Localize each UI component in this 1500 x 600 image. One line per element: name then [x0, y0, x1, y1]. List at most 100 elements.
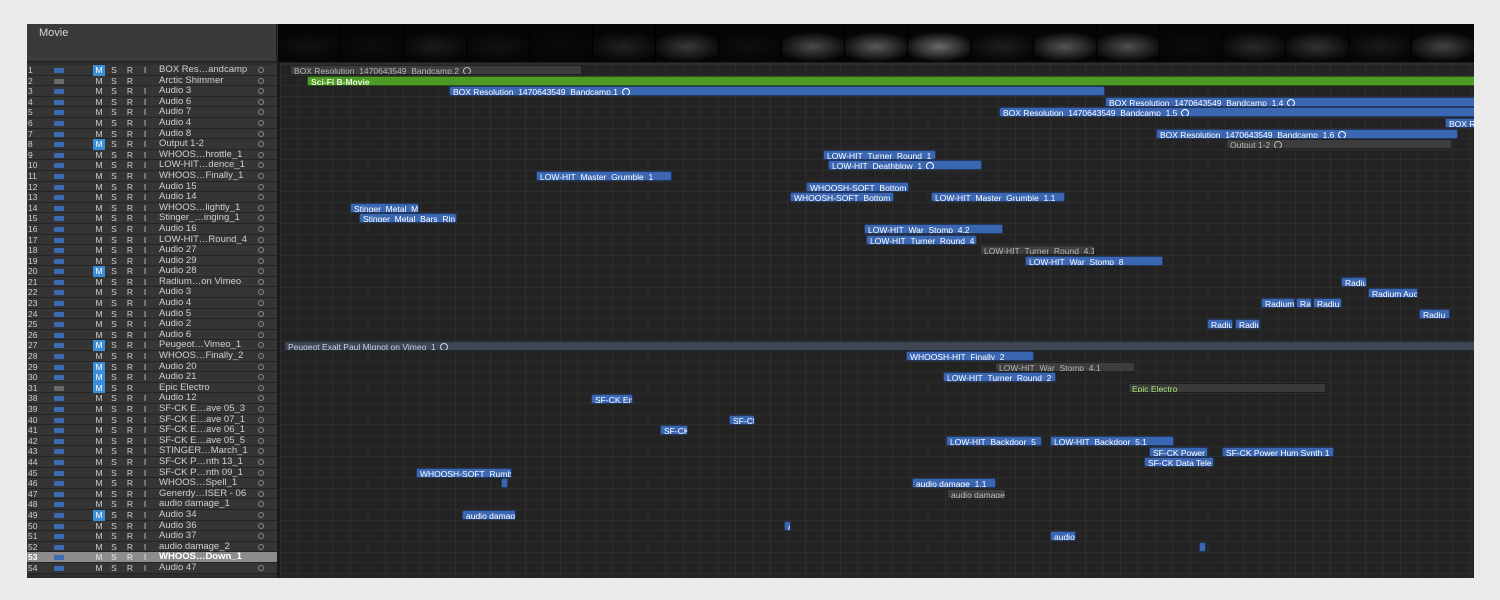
pan-knob-icon[interactable] — [258, 204, 264, 211]
track-lane[interactable] — [280, 65, 1474, 76]
track-lane[interactable] — [280, 192, 1474, 203]
record-button[interactable]: R — [126, 552, 134, 563]
mute-button[interactable]: M — [95, 467, 103, 478]
track-lane[interactable] — [280, 489, 1474, 500]
track-lane[interactable] — [280, 256, 1474, 267]
mute-button[interactable]: M — [93, 361, 105, 373]
audio-region[interactable]: Radiu — [1207, 319, 1233, 330]
track-lane[interactable] — [280, 341, 1474, 352]
record-button[interactable]: R — [126, 425, 134, 436]
input-button[interactable]: I — [143, 266, 147, 277]
track-name[interactable]: Audio 28 — [159, 266, 197, 277]
record-button[interactable]: R — [126, 139, 134, 150]
mute-button[interactable]: M — [95, 287, 103, 298]
pan-knob-icon[interactable] — [258, 162, 264, 169]
pan-knob-icon[interactable] — [258, 141, 264, 148]
pan-knob-icon[interactable] — [258, 321, 264, 328]
track-name[interactable]: Audio 14 — [159, 192, 197, 203]
mute-button[interactable]: M — [95, 192, 103, 203]
track-name[interactable]: Audio 8 — [159, 128, 192, 139]
solo-button[interactable]: S — [111, 351, 117, 362]
record-button[interactable]: R — [126, 234, 134, 245]
midi-region[interactable]: Epic Electro — [1128, 383, 1326, 393]
solo-button[interactable]: S — [111, 382, 117, 393]
track-name[interactable]: Audio 3 — [159, 86, 192, 97]
audio-region[interactable]: Stinger_Metal_M — [350, 202, 419, 213]
audio-region[interactable]: SF-CK Power Hum Synth 1 — [1222, 446, 1334, 457]
audio-region[interactable]: audio damag — [462, 510, 516, 521]
track-lane[interactable] — [280, 383, 1474, 394]
pan-knob-icon[interactable] — [258, 543, 264, 550]
input-button[interactable]: I — [143, 213, 147, 224]
pan-knob-icon[interactable] — [258, 130, 264, 137]
pan-knob-icon[interactable] — [258, 331, 264, 338]
mute-button[interactable]: M — [95, 425, 103, 436]
record-button[interactable]: R — [126, 266, 134, 277]
solo-button[interactable]: S — [111, 276, 117, 287]
solo-button[interactable]: S — [111, 340, 117, 351]
track-name[interactable]: SF-CK P…nth 09_1 — [159, 467, 243, 478]
solo-button[interactable]: S — [111, 192, 117, 203]
pan-knob-icon[interactable] — [258, 395, 264, 402]
solo-button[interactable]: S — [111, 435, 117, 446]
mute-button[interactable]: M — [95, 149, 103, 160]
pan-knob-icon[interactable] — [258, 522, 264, 529]
solo-button[interactable]: S — [111, 361, 117, 372]
pan-knob-icon[interactable] — [258, 416, 264, 423]
track-lane[interactable] — [280, 478, 1474, 489]
track-lane[interactable] — [280, 235, 1474, 246]
mute-button[interactable]: M — [95, 414, 103, 425]
audio-region[interactable]: BOX Resolution_1470643549_Bandcamp.2 — [290, 65, 582, 75]
track-name[interactable]: Audio 36 — [159, 520, 197, 531]
input-button[interactable]: I — [143, 117, 147, 128]
audio-region[interactable]: LOW-HIT_War_Stomp_8 — [1025, 255, 1163, 266]
track-lane[interactable] — [280, 245, 1474, 256]
pan-knob-icon[interactable] — [258, 310, 264, 317]
input-button[interactable]: I — [143, 435, 147, 446]
mute-button[interactable]: M — [95, 245, 103, 256]
input-button[interactable]: I — [143, 149, 147, 160]
solo-button[interactable]: S — [111, 181, 117, 192]
input-button[interactable]: I — [143, 361, 147, 372]
input-button[interactable]: I — [143, 329, 147, 340]
input-button[interactable]: I — [143, 223, 147, 234]
mute-button[interactable]: M — [95, 255, 103, 266]
track-lane[interactable] — [280, 309, 1474, 320]
track-name[interactable]: Radium…on Vimeo — [159, 276, 242, 287]
record-button[interactable]: R — [126, 255, 134, 266]
input-button[interactable]: I — [143, 128, 147, 139]
track-name[interactable]: audio damage_1 — [159, 499, 230, 510]
pan-knob-icon[interactable] — [258, 278, 264, 285]
solo-button[interactable]: S — [111, 65, 117, 75]
mute-button[interactable]: M — [95, 499, 103, 510]
track-lane[interactable] — [280, 521, 1474, 532]
track-name[interactable]: Arctic Shimmer — [159, 75, 224, 86]
track-lane[interactable] — [280, 319, 1474, 330]
input-button[interactable]: I — [143, 65, 147, 75]
record-button[interactable]: R — [126, 107, 134, 118]
track-lane[interactable] — [280, 362, 1474, 373]
pan-knob-icon[interactable] — [258, 98, 264, 105]
track-lane[interactable] — [280, 425, 1474, 436]
mute-button[interactable]: M — [95, 435, 103, 446]
pan-knob-icon[interactable] — [258, 151, 264, 158]
track-name[interactable]: WHOOS…hrottle_1 — [159, 149, 243, 160]
solo-button[interactable]: S — [111, 562, 117, 573]
solo-button[interactable]: S — [111, 552, 117, 563]
input-button[interactable]: I — [143, 456, 147, 467]
solo-button[interactable]: S — [111, 255, 117, 266]
